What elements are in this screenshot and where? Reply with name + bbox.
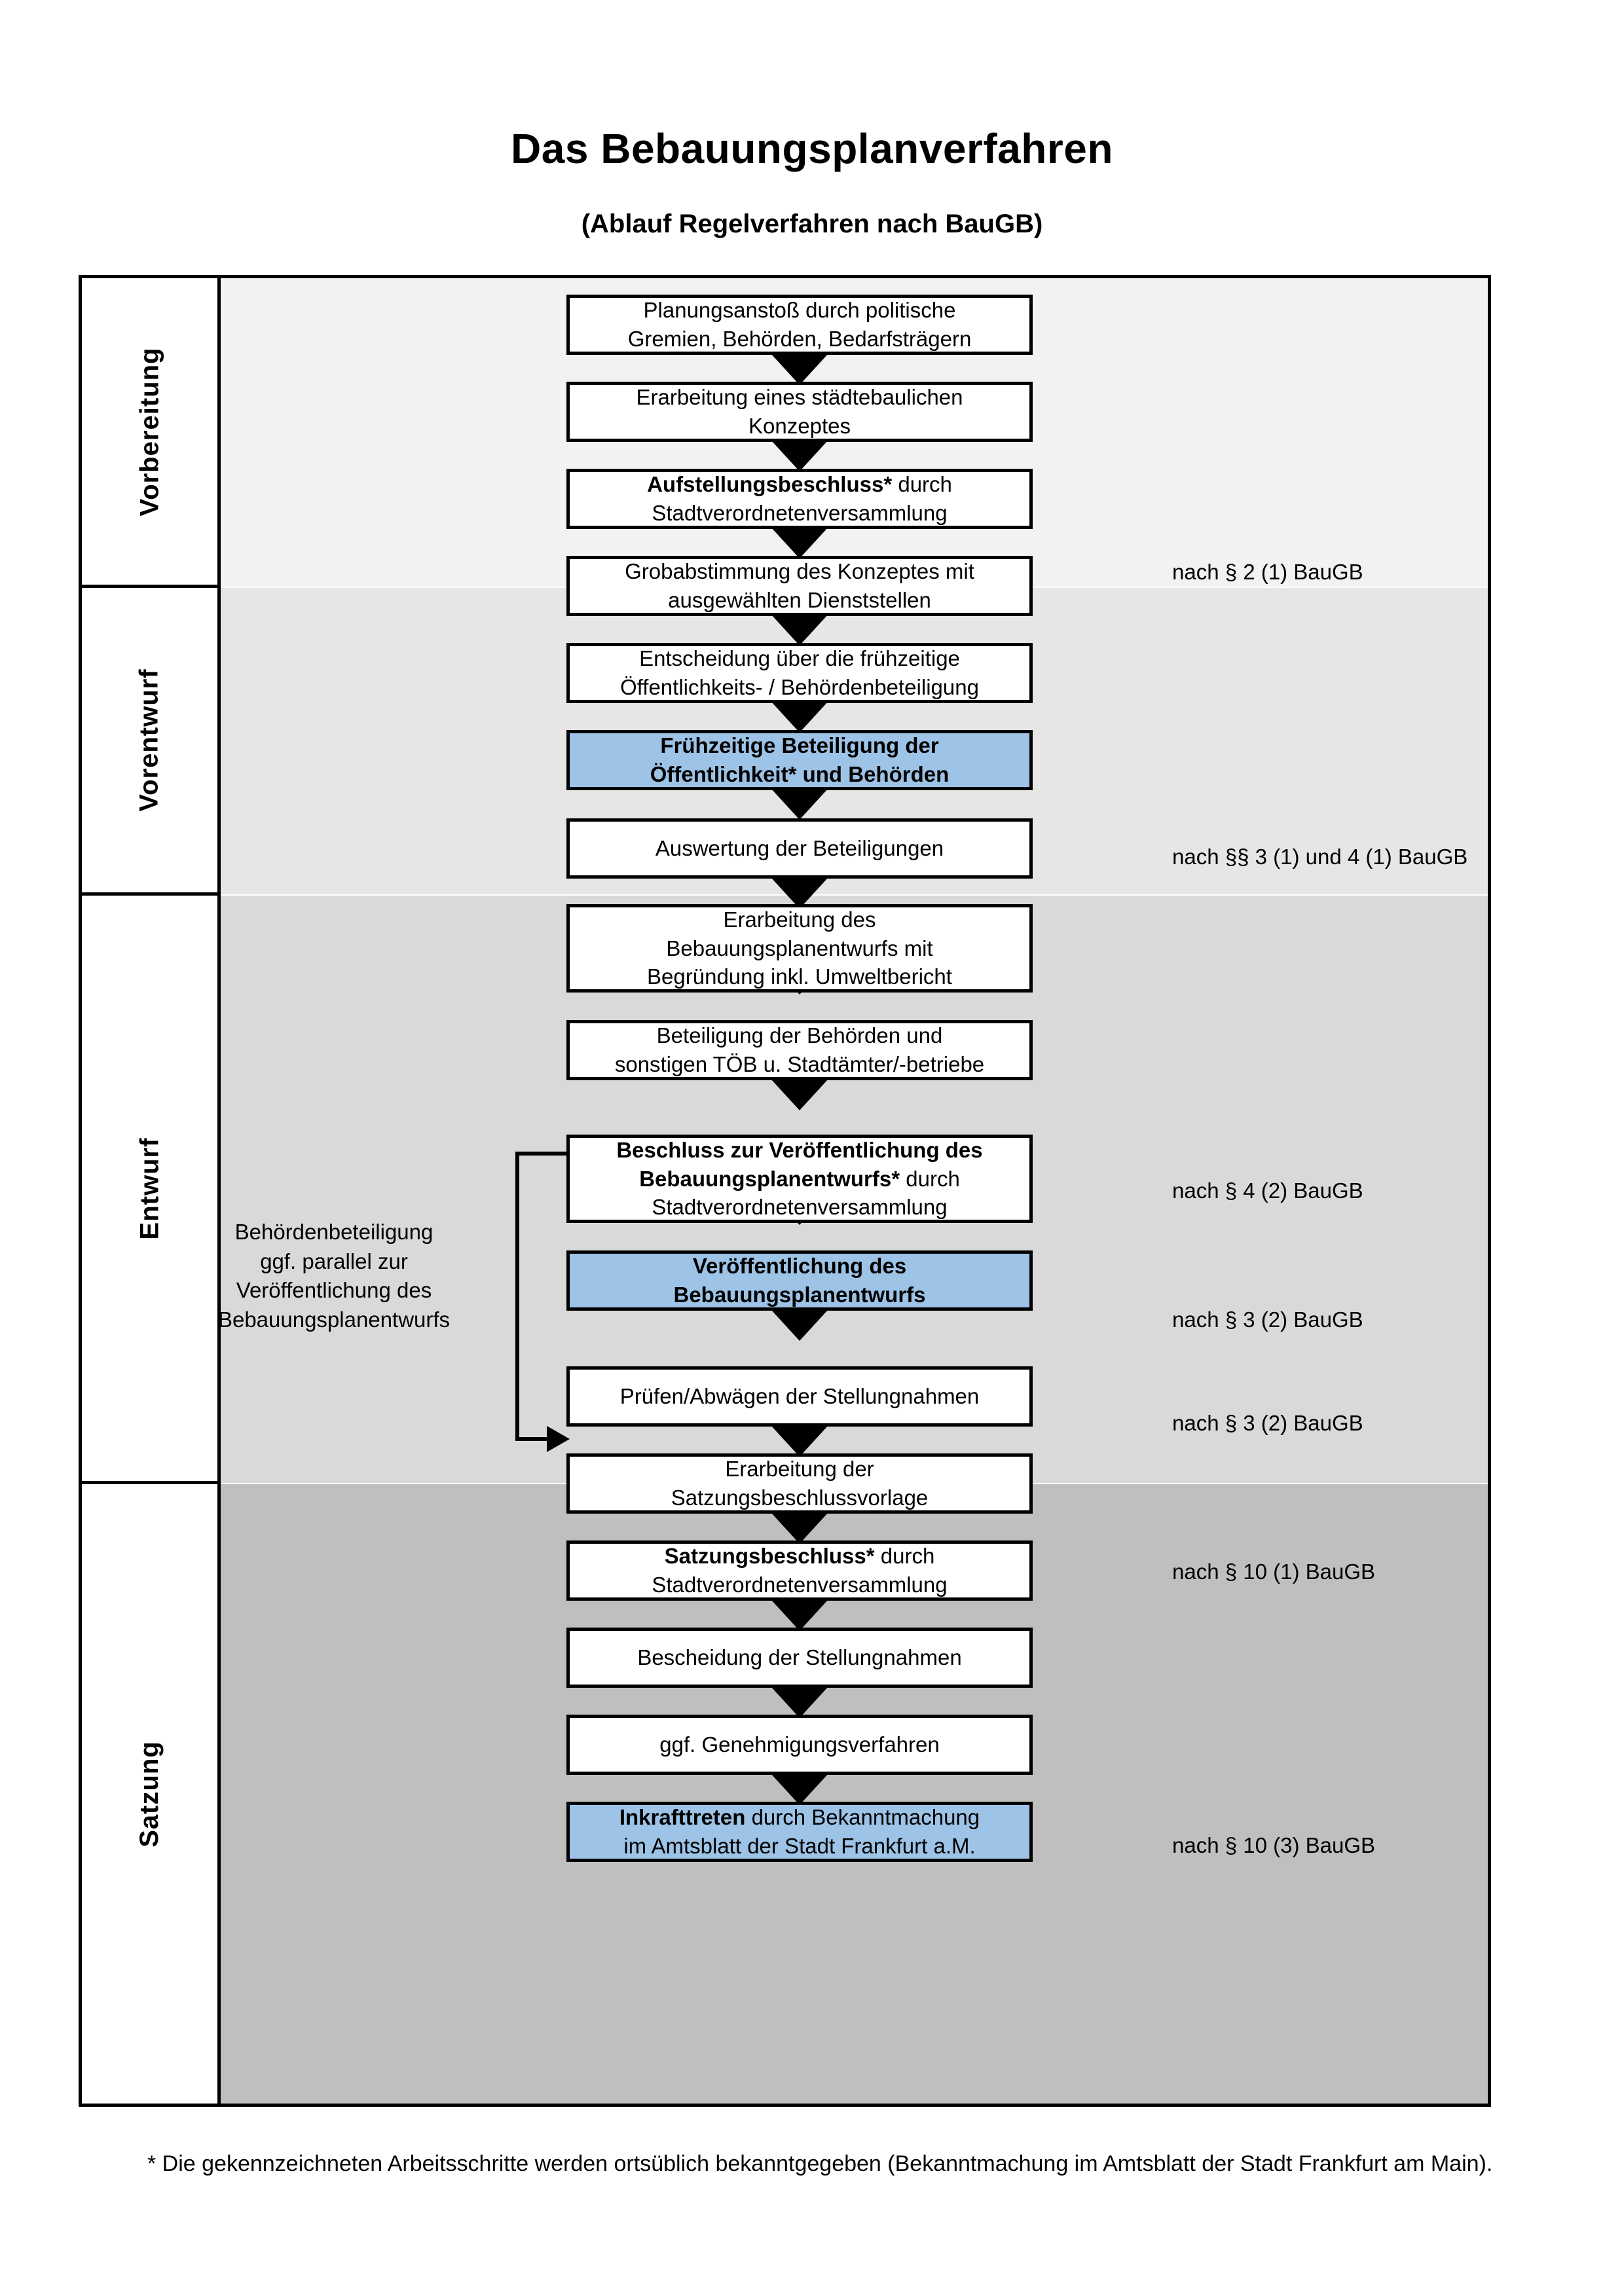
node-bescheidung[interactable]: Bescheidung der Stellungnahmen bbox=[566, 1628, 1033, 1688]
node-line: Planungsanstoß durch politische bbox=[643, 298, 956, 323]
sidenote-line: Bebauungsplanentwurfs bbox=[217, 1307, 451, 1332]
sidenote-line: ggf. parallel zur bbox=[260, 1248, 408, 1273]
node-beschluss-veroeffentlichung[interactable]: Beschluss zur Veröffentlichung des Bebau… bbox=[566, 1135, 1033, 1223]
footnote: * Die gekennzeichneten Arbeitsschritte w… bbox=[147, 2151, 1493, 2176]
node-line: ausgewählten Dienststellen bbox=[668, 588, 931, 612]
node-line: Prüfen/Abwägen der Stellungnahmen bbox=[619, 1384, 980, 1409]
flow-arrow bbox=[771, 527, 828, 558]
phase-label-satzung: Satzung bbox=[82, 1484, 221, 2104]
node-line: Inkrafttreten durch Bekanntmachung bbox=[619, 1803, 980, 1832]
node-line: Beschluss zur Veröffentlichung des Bebau… bbox=[576, 1136, 1023, 1194]
node-erarbeitung-entwurf[interactable]: Erarbeitung des Bebauungsplanentwurfs mi… bbox=[566, 904, 1033, 993]
node-genehmigungsverfahren[interactable]: ggf. Genehmigungsverfahren bbox=[566, 1715, 1033, 1775]
node-pruefen-abwaegen[interactable]: Prüfen/Abwägen der Stellungnahmen bbox=[566, 1366, 1033, 1427]
node-auswertung[interactable]: Auswertung der Beteiligungen bbox=[566, 818, 1033, 879]
annotation-paragraph-3-1-4-1: nach §§ 3 (1) und 4 (1) BauGB bbox=[1172, 845, 1468, 869]
node-line: Stadtverordnetenversammlung bbox=[652, 1573, 948, 1597]
node-bold-term: Beschluss zur Veröffentlichung des Bebau… bbox=[616, 1137, 983, 1191]
node-line: Satzungsbeschlussvorlage bbox=[671, 1485, 929, 1510]
node-line: Grobabstimmung des Konzeptes mit bbox=[625, 559, 974, 584]
annotation-paragraph-3-2-first: nach § 3 (2) BauGB bbox=[1172, 1307, 1363, 1332]
phase-label-text: Entwurf bbox=[135, 1137, 164, 1239]
node-line: Aufstellungsbeschluss* durch bbox=[647, 470, 952, 499]
node-rest: durch bbox=[892, 472, 952, 497]
flow-arrow bbox=[771, 1512, 828, 1544]
annotation-paragraph-3-2-second: nach § 3 (2) BauGB bbox=[1172, 1411, 1363, 1435]
node-satzungsbeschlussvorlage[interactable]: Erarbeitung der Satzungsbeschlussvorlage bbox=[566, 1453, 1033, 1514]
node-bold-term: Inkrafttreten bbox=[619, 1805, 746, 1830]
sidenote-parallel-participation: Behördenbeteiligung ggf. parallel zur Ve… bbox=[164, 1218, 504, 1334]
node-line: sonstigen TÖB u. Stadtämter/-betriebe bbox=[614, 1052, 985, 1076]
node-line: Öffentlichkeit* und Behörden bbox=[650, 762, 950, 786]
flow-arrow bbox=[771, 877, 828, 909]
flow-arrow bbox=[771, 1774, 828, 1805]
flow-arrow bbox=[771, 1599, 828, 1631]
node-line: Öffentlichkeits- / Behördenbeteiligung bbox=[620, 675, 979, 699]
node-line: Auswertung der Beteiligungen bbox=[655, 836, 944, 861]
node-planungsanstoss[interactable]: Planungsanstoß durch politische Gremien,… bbox=[566, 295, 1033, 355]
annotation-paragraph-10-3: nach § 10 (3) BauGB bbox=[1172, 1833, 1376, 1857]
node-veroeffentlichung[interactable]: Veröffentlichung des Bebauungsplanentwur… bbox=[566, 1250, 1033, 1311]
flow-arrow bbox=[771, 1425, 828, 1457]
phase-label-text: Vorbereitung bbox=[135, 347, 164, 516]
node-staedtebauliches-konzept[interactable]: Erarbeitung eines städtebaulichen Konzep… bbox=[566, 382, 1033, 442]
node-line: Stadtverordnetenversammlung bbox=[652, 1195, 948, 1220]
node-entscheidung-beteiligung[interactable]: Entscheidung über die frühzeitige Öffent… bbox=[566, 643, 1033, 703]
node-bold-term: Satzungsbeschluss* bbox=[664, 1544, 875, 1569]
node-fruehzeitige-beteiligung[interactable]: Frühzeitige Beteiligung der Öffentlichke… bbox=[566, 730, 1033, 790]
page-title: Das Bebauungsplanverfahren bbox=[511, 125, 1113, 172]
node-line: Bebauungsplanentwurfs mit bbox=[666, 936, 933, 960]
phase-label-text: Satzung bbox=[134, 1740, 164, 1848]
phase-label-vorbereitung: Vorbereitung bbox=[82, 278, 221, 588]
node-line: Satzungsbeschluss* durch bbox=[652, 1542, 947, 1571]
flow-arrow bbox=[771, 440, 828, 471]
node-satzungsbeschluss[interactable]: Satzungsbeschluss* durch Stadtverordnete… bbox=[566, 1540, 1033, 1601]
node-bold-term: Aufstellungsbeschluss* bbox=[647, 472, 893, 497]
node-line: Bescheidung der Stellungnahmen bbox=[637, 1645, 962, 1670]
annotation-paragraph-2-1: nach § 2 (1) BauGB bbox=[1172, 560, 1363, 584]
phase-label-text: Vorentwurf bbox=[135, 668, 164, 812]
node-line: Bebauungsplanentwurfs bbox=[673, 1283, 926, 1307]
node-beteiligung-behoerden[interactable]: Beteiligung der Behörden und sonstigen T… bbox=[566, 1020, 1033, 1080]
node-line: Beteiligung der Behörden und bbox=[656, 1023, 943, 1048]
flow-arrow bbox=[771, 1079, 828, 1110]
node-line: Entscheidung über die frühzeitige bbox=[639, 646, 960, 671]
node-rest: durch bbox=[900, 1166, 960, 1191]
node-rest: durch Bekanntmachung bbox=[745, 1805, 980, 1830]
node-line: Konzeptes bbox=[748, 414, 851, 438]
node-aufstellungsbeschluss[interactable]: Aufstellungsbeschluss* durch Stadtverord… bbox=[566, 469, 1033, 529]
flow-arrow bbox=[771, 701, 828, 733]
flow-arrow bbox=[771, 1309, 828, 1341]
node-line: Erarbeitung des bbox=[723, 907, 876, 932]
page-subtitle: (Ablauf Regelverfahren nach BauGB) bbox=[581, 210, 1043, 238]
flow-arrow bbox=[771, 1686, 828, 1718]
flow-arrow bbox=[771, 614, 828, 646]
node-line: Stadtverordnetenversammlung bbox=[652, 501, 948, 525]
node-line: im Amtsblatt der Stadt Frankfurt a.M. bbox=[623, 1834, 976, 1858]
node-line: Erarbeitung eines städtebaulichen bbox=[636, 385, 963, 410]
sidenote-line: Behördenbeteiligung bbox=[234, 1220, 434, 1244]
node-inkrafttreten[interactable]: Inkrafttreten durch Bekanntmachung im Am… bbox=[566, 1802, 1033, 1862]
node-line: Veröffentlichung des bbox=[692, 1254, 907, 1279]
node-line: ggf. Genehmigungsverfahren bbox=[659, 1732, 940, 1757]
sidenote-line: Veröffentlichung des bbox=[236, 1278, 432, 1303]
annotation-paragraph-4-2: nach § 4 (2) BauGB bbox=[1172, 1178, 1363, 1203]
phase-label-vorentwurf: Vorentwurf bbox=[82, 588, 221, 896]
node-line: Erarbeitung der bbox=[725, 1457, 874, 1482]
node-grobabstimmung[interactable]: Grobabstimmung des Konzeptes mit ausgewä… bbox=[566, 556, 1033, 616]
node-rest: durch bbox=[874, 1544, 935, 1569]
annotation-paragraph-10-1: nach § 10 (1) BauGB bbox=[1172, 1559, 1376, 1584]
node-line: Gremien, Behörden, Bedarfsträgern bbox=[627, 327, 972, 351]
node-line: Begründung inkl. Umweltbericht bbox=[647, 964, 952, 989]
flow-arrow bbox=[771, 354, 828, 385]
flow-arrow bbox=[771, 788, 828, 820]
node-line: Frühzeitige Beteiligung der bbox=[660, 733, 939, 758]
phase-label-entwurf: Entwurf bbox=[82, 896, 221, 1484]
